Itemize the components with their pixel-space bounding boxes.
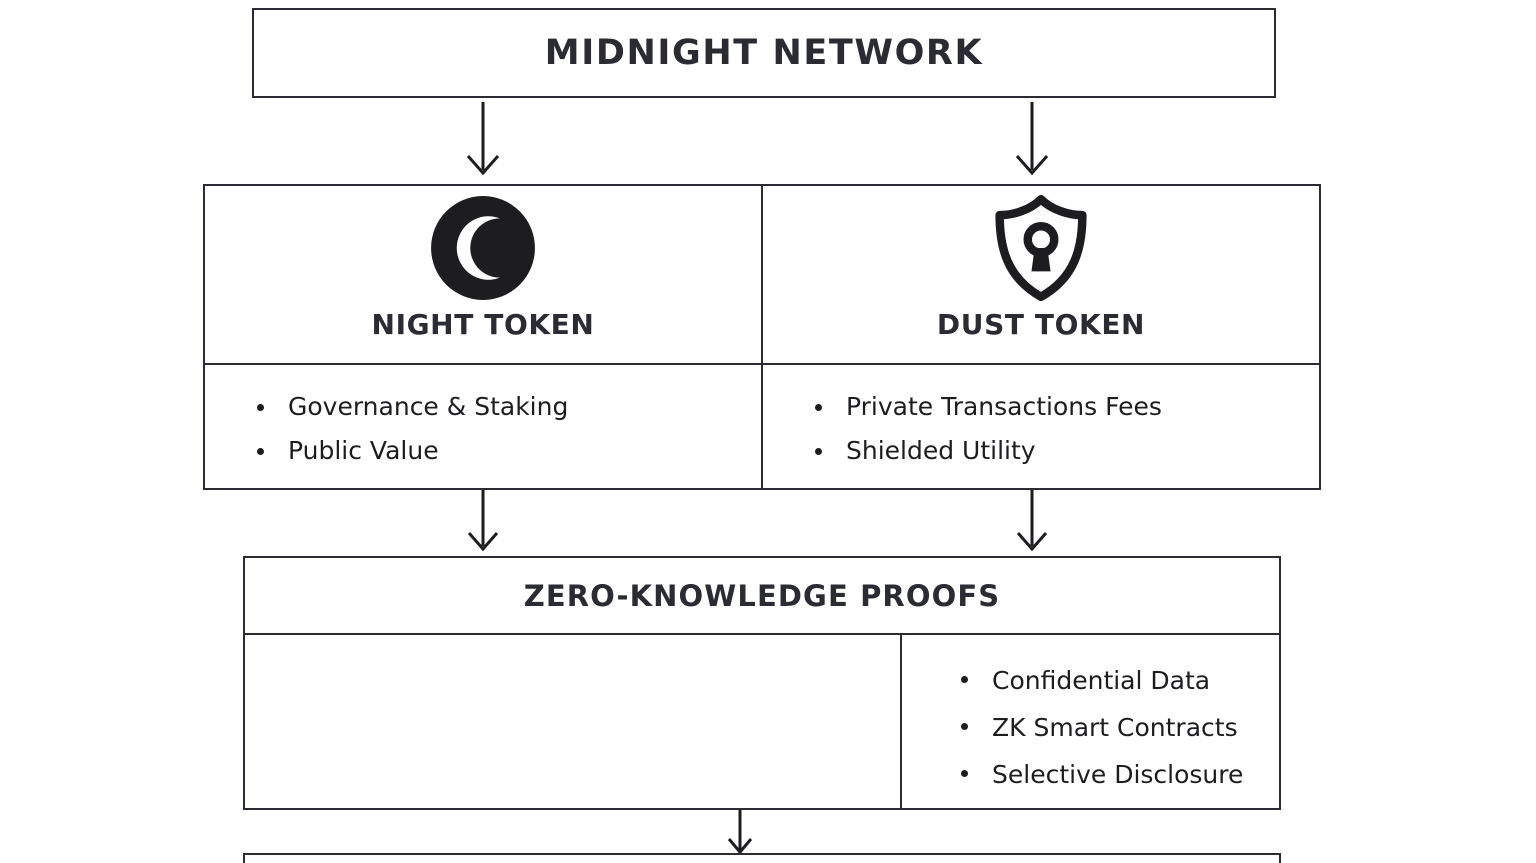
arrow-zk-to-next xyxy=(727,810,753,855)
page-title: MIDNIGHT NETWORK xyxy=(544,33,984,73)
dust-token-card: DUST TOKEN Private Transactions Fees Shi… xyxy=(761,186,1319,488)
list-item: Shielded Utility xyxy=(808,429,1319,473)
night-token-features: Governance & Staking Public Value xyxy=(205,365,761,488)
zero-knowledge-features: Confidential Data ZK Smart Contracts Sel… xyxy=(902,635,1279,808)
shield-keyhole-icon xyxy=(992,195,1090,301)
list-item: Selective Disclosure xyxy=(954,751,1279,798)
dust-token-features: Private Transactions Fees Shielded Utili… xyxy=(763,365,1319,488)
token-row: NIGHT TOKEN Governance & Staking Public … xyxy=(203,184,1321,490)
arrow-title-to-dust xyxy=(1015,102,1049,176)
night-token-header: NIGHT TOKEN xyxy=(205,186,761,365)
zero-knowledge-body: Confidential Data ZK Smart Contracts Sel… xyxy=(245,635,1279,808)
night-token-name: NIGHT TOKEN xyxy=(371,308,595,341)
list-item: ZK Smart Contracts xyxy=(954,704,1279,751)
arrow-night-to-zk xyxy=(467,490,499,552)
night-token-card: NIGHT TOKEN Governance & Staking Public … xyxy=(205,186,761,488)
next-section-box xyxy=(243,853,1281,863)
dust-token-header: DUST TOKEN xyxy=(763,186,1319,365)
list-item: Confidential Data xyxy=(954,657,1279,704)
arrow-title-to-night xyxy=(466,102,500,176)
network-title-box: MIDNIGHT NETWORK xyxy=(252,8,1276,98)
list-item: Public Value xyxy=(250,429,761,473)
crescent-moon-icon xyxy=(430,196,536,300)
zero-knowledge-empty-panel xyxy=(245,635,902,808)
dust-token-name: DUST TOKEN xyxy=(936,308,1146,341)
zero-knowledge-title: ZERO-KNOWLEDGE PROOFS xyxy=(523,578,1001,613)
list-item: Private Transactions Fees xyxy=(808,385,1319,429)
arrow-dust-to-zk xyxy=(1016,490,1048,552)
zero-knowledge-proofs-box: ZERO-KNOWLEDGE PROOFS Confidential Data … xyxy=(243,556,1281,810)
zero-knowledge-header: ZERO-KNOWLEDGE PROOFS xyxy=(245,558,1279,635)
list-item: Governance & Staking xyxy=(250,385,761,429)
